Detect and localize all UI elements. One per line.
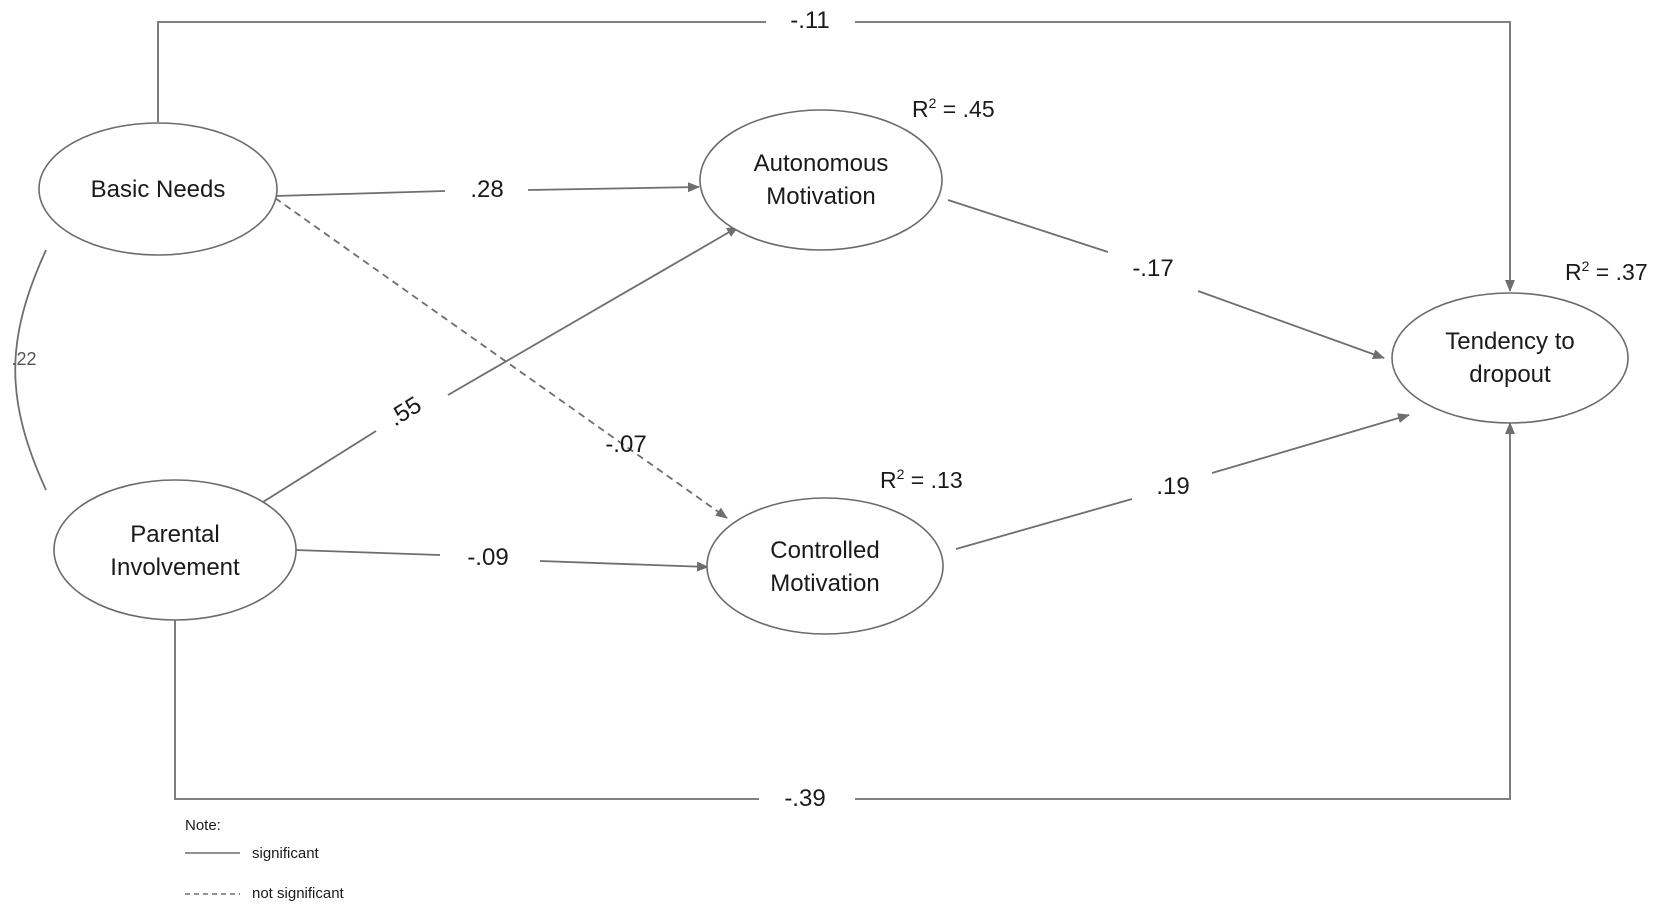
path-line-pi-am-a	[262, 430, 377, 503]
r2-tendency-dropout: R2 = .37	[1565, 258, 1648, 285]
coef-bn-cm: -.07	[605, 431, 646, 458]
path-arrow-bn-td	[855, 21, 1515, 292]
node-basic-needs-label: Basic Needs	[91, 176, 226, 203]
correlation-arc	[14, 249, 47, 491]
node-tendency-dropout-label-line1: Tendency to	[1445, 328, 1574, 355]
path-arrow-bn-am	[527, 182, 700, 193]
coef-cm-td: .19	[1156, 473, 1189, 500]
node-controlled-motivation-label-line2: Motivation	[770, 570, 879, 597]
coef-bn-td: -.11	[790, 7, 830, 34]
node-controlled-motivation: Controlled Motivation	[706, 497, 944, 635]
path-line-pi-td-a	[174, 617, 759, 800]
path-arrow-cm-td	[1211, 413, 1410, 474]
r2-autonomous-motivation: R2 = .45	[912, 95, 995, 122]
coef-am-td: -.17	[1132, 255, 1173, 282]
coef-bn-am: .28	[470, 176, 503, 203]
node-basic-needs: Basic Needs	[38, 122, 278, 256]
path-line-cm-td-a	[955, 498, 1133, 550]
node-controlled-motivation-shape	[706, 497, 944, 635]
node-tendency-dropout-shape	[1391, 292, 1629, 424]
node-tendency-dropout: Tendency to dropout	[1391, 292, 1629, 424]
node-parental-involvement: Parental Involvement	[53, 479, 297, 621]
path-arrow-pi-am	[447, 226, 739, 396]
legend-significant-label: significant	[252, 845, 320, 862]
path-arrow-bn-cm	[274, 197, 728, 519]
coef-bn-pi-correlation: .22	[11, 349, 36, 369]
coef-pi-cm: -.09	[467, 544, 508, 571]
node-autonomous-motivation-shape	[699, 109, 943, 251]
r2-controlled-motivation: R2 = .13	[880, 466, 963, 493]
node-controlled-motivation-label-line1: Controlled	[770, 537, 879, 564]
path-line-pi-cm-a	[294, 549, 441, 556]
node-tendency-dropout-label-line2: dropout	[1469, 361, 1551, 388]
node-autonomous-motivation-label-line1: Autonomous	[754, 150, 889, 177]
path-line-bn-am-a	[274, 190, 446, 197]
path-line-bn-td-a	[157, 21, 766, 122]
node-parental-involvement-label-line2: Involvement	[110, 554, 240, 581]
node-parental-involvement-label-line1: Parental	[130, 521, 219, 548]
node-basic-needs-shape	[38, 122, 278, 256]
node-autonomous-motivation: Autonomous Motivation	[699, 109, 943, 251]
node-parental-involvement-shape	[53, 479, 297, 621]
path-arrow-pi-td	[855, 422, 1515, 800]
coef-pi-am: .55	[384, 391, 427, 432]
legend-not-significant-label: not significant	[252, 885, 345, 902]
path-arrow-am-td	[1197, 290, 1385, 359]
node-autonomous-motivation-label-line2: Motivation	[766, 183, 875, 210]
coef-pi-td: -.39	[784, 785, 825, 812]
path-arrow-pi-cm	[539, 560, 709, 572]
legend-title: Note:	[185, 817, 221, 834]
path-line-am-td-a	[947, 199, 1109, 253]
legend: Note: significant not significant	[185, 817, 345, 902]
